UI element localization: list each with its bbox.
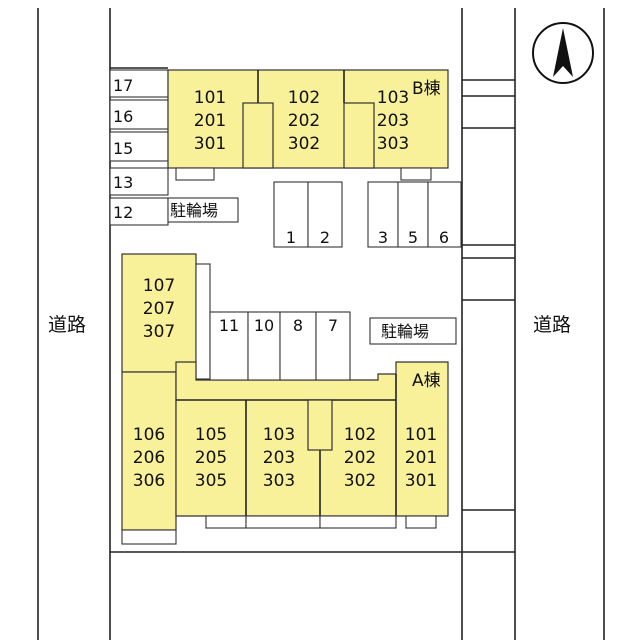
unit-number: 303 [263,471,295,491]
unit-number: 202 [344,448,376,468]
parking-number: 2 [320,228,330,247]
unit-number: 302 [288,134,320,154]
unit-number: 201 [405,448,437,468]
unit-number: 102 [288,88,320,108]
unit-number: 303 [377,134,409,154]
building-name: B棟 [412,79,441,99]
unit-number: 205 [195,448,227,468]
stall-label: 17 [113,76,133,95]
unit-number: 307 [143,322,175,342]
unit-block: 105 205 305 [195,425,227,491]
parking-number: 3 [378,228,388,247]
road-label-left: 道路 [48,314,86,336]
unit-number: 201 [194,111,226,131]
building-a: A棟 107 207 307 106 206 306 105 205 305 1… [121,253,449,545]
unit-number: 301 [405,471,437,491]
unit-number: 305 [195,471,227,491]
bike-parking-label: 駐輪場 [170,201,218,220]
parking-middle: 11 10 8 7 [209,311,351,381]
unit-number: 105 [195,425,227,445]
unit-block: 103 203 303 [263,425,295,491]
unit-number: 301 [194,134,226,154]
road-label-right: 道路 [533,314,571,336]
unit-number: 103 [263,425,295,445]
bike-parking-middle: 駐輪場 [369,317,457,345]
bike-parking-label: 駐輪場 [381,322,429,341]
unit-block: 106 206 306 [133,425,165,491]
unit-number: 302 [344,471,376,491]
unit-number: 103 [377,88,409,108]
stall-label: 13 [113,173,133,192]
unit-block: 101 201 301 [194,88,226,154]
left-stalls: 17 16 15 13 12 [109,69,169,226]
parking-number: 6 [439,228,449,247]
unit-number: 106 [133,425,165,445]
unit-number: 107 [143,276,175,296]
unit-block: 103 203 303 [377,88,409,154]
unit-block: 102 202 302 [288,88,320,154]
unit-block: 102 202 302 [344,425,376,491]
unit-number: 203 [263,448,295,468]
unit-block: 101 201 301 [405,425,437,491]
parking-number: 10 [254,316,274,335]
stall-label: 12 [113,203,133,222]
site-boundary [37,8,605,640]
unit-number: 306 [133,471,165,491]
unit-block: 107 207 307 [143,276,175,342]
unit-number: 206 [133,448,165,468]
building-b: B棟 101 201 301 102 202 302 103 203 303 [167,69,449,181]
stall-label: 15 [113,139,133,158]
unit-number: 102 [344,425,376,445]
unit-number: 202 [288,111,320,131]
parking-number: 11 [219,316,239,335]
unit-number: 101 [405,425,437,445]
parking-top: 1 2 3 5 6 [273,181,462,248]
parking-number: 5 [408,228,418,247]
unit-number: 203 [377,111,409,131]
unit-number: 207 [143,299,175,319]
unit-number: 101 [194,88,226,108]
bike-parking-top: 駐輪場 [167,197,239,223]
stall-label: 16 [113,107,133,126]
building-name: A棟 [412,371,441,391]
parking-number: 7 [328,316,338,335]
north-arrow-icon [532,22,594,84]
parking-number: 8 [293,316,303,335]
parking-number: 1 [286,228,296,247]
